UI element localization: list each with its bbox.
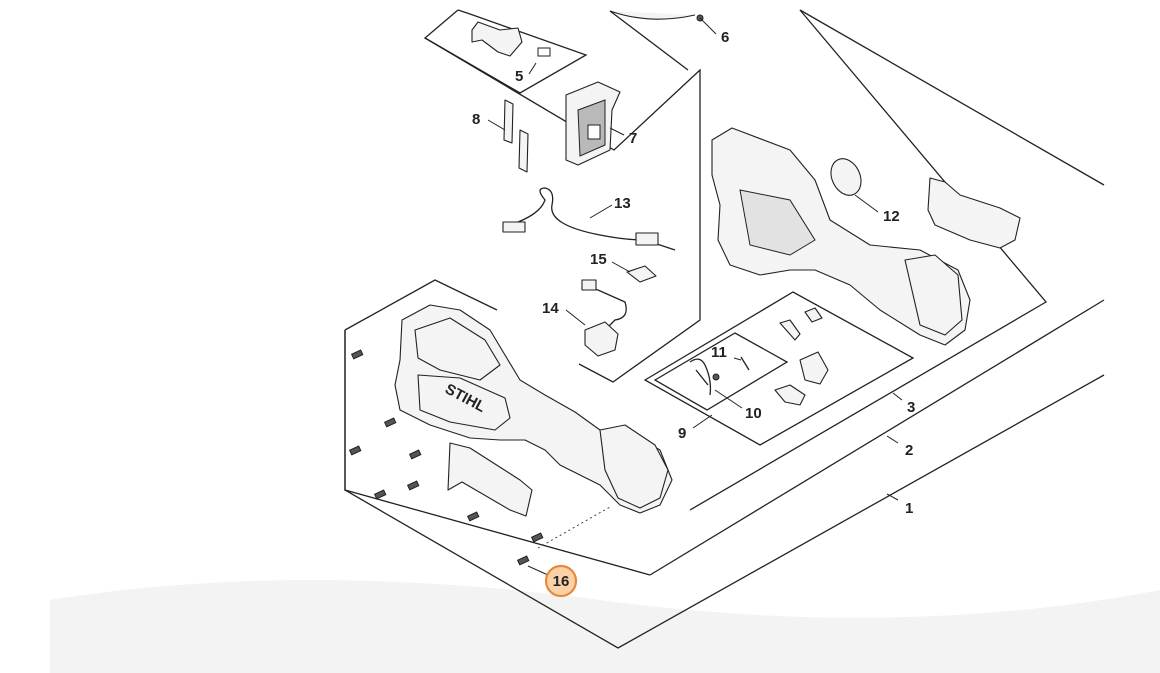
callout-8[interactable]: 8 (472, 111, 480, 128)
frame-assembly-2 (344, 279, 1105, 576)
leader-3 (892, 392, 903, 401)
screw (466, 511, 480, 522)
callout-10[interactable]: 10 (745, 405, 762, 422)
callout-14[interactable]: 14 (542, 300, 559, 317)
callout-13[interactable]: 13 (614, 195, 631, 212)
callout-6[interactable]: 6 (721, 29, 729, 46)
part-12-cover (927, 177, 1021, 249)
callout-12[interactable]: 12 (883, 208, 900, 225)
part-6-cap (609, 10, 696, 20)
part-1-grip-front (599, 424, 669, 509)
part-16-panel (447, 442, 533, 517)
callout-5[interactable]: 5 (515, 68, 523, 85)
screw (348, 445, 362, 456)
leader-14 (565, 309, 586, 326)
callout-16-circle[interactable] (544, 564, 578, 598)
leader-1 (886, 493, 899, 501)
part-7-button (587, 124, 601, 140)
callout-16[interactable]: 16 (553, 573, 570, 590)
frame-kit-switch-inner (424, 13, 588, 94)
part-12-disc (830, 158, 862, 196)
part-10-spring (689, 358, 712, 396)
screw (373, 489, 387, 500)
part-3-trigger-b (774, 384, 806, 406)
screw (383, 417, 397, 428)
leader-16 (527, 565, 549, 576)
screw (350, 349, 364, 360)
leader-9 (692, 414, 713, 429)
screws (348, 349, 544, 566)
part-8-strip-a (503, 99, 514, 144)
part-14-wire (582, 285, 627, 331)
background-shade (50, 580, 1160, 673)
leader-5 (528, 62, 537, 75)
callout-16-highlight[interactable]: 16 (544, 564, 578, 598)
part-13-connector-b (635, 232, 659, 246)
leader-2 (886, 435, 899, 444)
callout-9[interactable]: 9 (678, 425, 686, 442)
part-14-plug (581, 279, 597, 291)
frame-kit-trigger-inner (653, 332, 789, 411)
part-13-connector-a (502, 221, 526, 233)
leader-12 (854, 194, 879, 213)
part-14-switch (584, 321, 619, 357)
frame-top (799, 9, 1105, 186)
callout-2[interactable]: 2 (905, 442, 913, 459)
frame-assembly-3 (609, 9, 1047, 511)
callout-1[interactable]: 1 (905, 500, 913, 517)
part-13-wire (509, 187, 676, 251)
part-12-grip (904, 254, 963, 336)
part-3-lock (804, 307, 823, 323)
leader-lines (487, 17, 903, 576)
part-16-dashed-leader (537, 506, 611, 549)
part-5-clip (471, 21, 523, 57)
part-11-pin-a (712, 373, 720, 381)
screw (406, 480, 420, 491)
part-11-pin-b (740, 356, 750, 371)
part-3-trigger-lever (779, 319, 801, 341)
screw (516, 555, 530, 566)
callout-11[interactable]: 11 (711, 344, 727, 361)
leader-15 (611, 261, 631, 273)
callout-3[interactable]: 3 (907, 399, 915, 416)
leader-10 (714, 389, 743, 409)
leader-11 (733, 357, 742, 361)
part-5-small (537, 47, 551, 57)
leader-13 (589, 204, 613, 219)
part-15-clip (626, 265, 657, 283)
leader-8 (487, 119, 506, 131)
frame-kit-trigger (643, 291, 915, 446)
callout-15[interactable]: 15 (590, 251, 607, 268)
part-3-trigger-a (799, 351, 829, 385)
part-12-housing-rib (739, 189, 816, 256)
leader-6 (699, 17, 717, 35)
part-8-strip-b (518, 129, 529, 173)
callout-7[interactable]: 7 (629, 130, 637, 147)
screw (408, 449, 422, 460)
screw (530, 532, 544, 543)
part-1-brand-panel (417, 374, 511, 431)
leader-7 (609, 127, 625, 136)
part-12-housing-rear (711, 127, 971, 346)
part-1-housing-recess (414, 317, 501, 381)
